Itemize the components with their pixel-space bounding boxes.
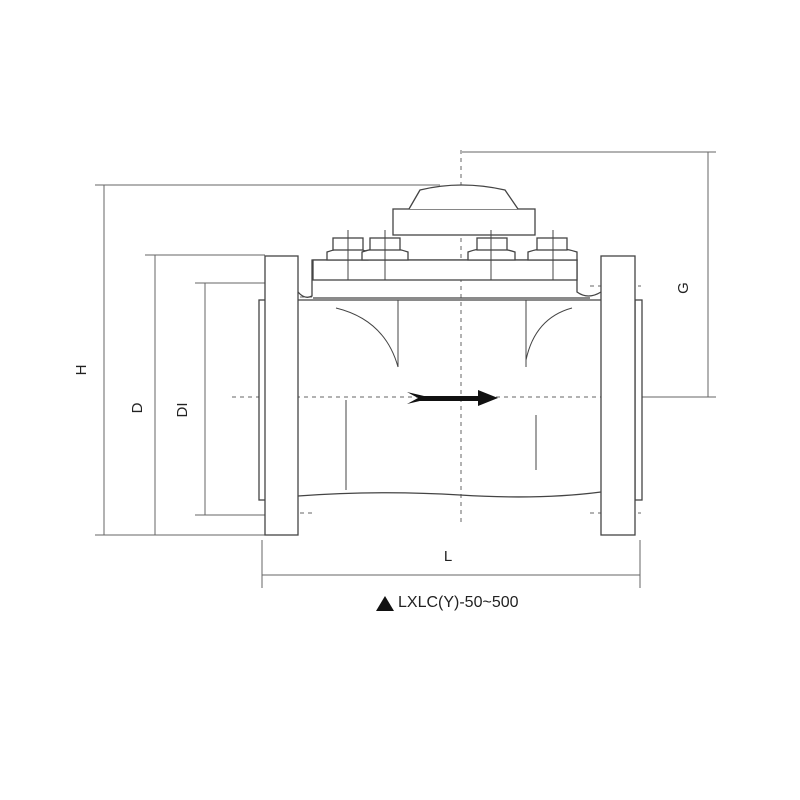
right-flange <box>600 255 636 536</box>
flow-arrow-icon <box>407 390 498 406</box>
label-H: H <box>73 365 90 376</box>
model-caption: LXLC(Y)-50~500 <box>376 594 519 612</box>
left-flange <box>264 255 299 536</box>
bolts <box>326 237 578 261</box>
model-caption-text: LXLC(Y)-50~500 <box>398 594 519 611</box>
top-plate <box>312 259 578 281</box>
dimension-G <box>462 151 716 398</box>
triangle-icon <box>376 595 394 611</box>
dimension-L <box>261 540 641 588</box>
label-G: G <box>675 282 692 294</box>
dimension-D <box>95 254 265 536</box>
body-outline <box>297 299 602 498</box>
dimension-H <box>95 184 440 535</box>
dimension-DI <box>195 282 265 516</box>
label-L: L <box>444 548 452 565</box>
register-dome <box>408 184 519 210</box>
right-flange-lip <box>634 299 643 501</box>
label-D: D <box>129 402 146 413</box>
label-DI: DI <box>174 403 191 418</box>
register-housing <box>392 208 536 236</box>
